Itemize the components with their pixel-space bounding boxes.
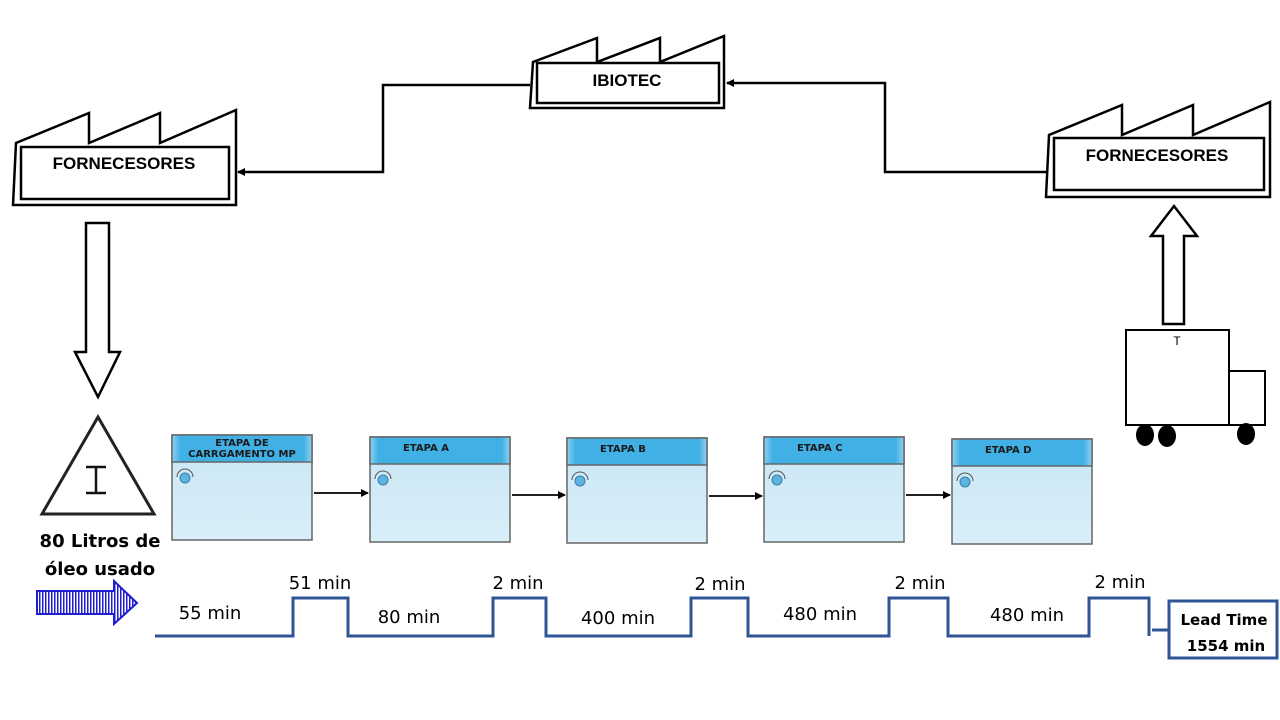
factory-supplier-left: FORNECESORES <box>11 108 238 207</box>
stage-label-line1: ETAPA DE <box>215 438 269 449</box>
shipment-down-arrow-icon <box>72 221 123 400</box>
process-time-label: 51 min <box>289 573 352 594</box>
factory-label-supplier-left: FORNECESORES <box>53 154 196 173</box>
shipment-up-arrow-icon <box>1148 203 1200 326</box>
info-flow-right-supplier-to-ibiotec <box>726 79 1046 174</box>
process-stage-box[interactable]: ETAPA A <box>369 436 511 543</box>
inventory-label-line1: 80 Litros de <box>40 531 161 552</box>
wait-time-label: 480 min <box>783 604 857 625</box>
truck-icon: T <box>1125 329 1266 447</box>
process-stage-box[interactable]: ETAPA B <box>566 437 708 544</box>
factory-supplier-right: FORNECESORES <box>1044 100 1272 199</box>
factory-label-ibiotec: IBIOTEC <box>593 71 662 90</box>
lead-time-value: 1554 min <box>1187 637 1265 655</box>
wait-time-label: 400 min <box>581 608 655 629</box>
process-time-label: 2 min <box>492 573 543 594</box>
stage-label: ETAPA B <box>600 444 646 455</box>
timeline-line <box>155 596 1169 638</box>
stage-status-icon <box>956 472 974 488</box>
wait-time-label: 55 min <box>179 603 242 624</box>
process-time-label: 2 min <box>894 573 945 594</box>
stage-status-icon <box>176 468 194 484</box>
stage-status-icon <box>374 470 392 486</box>
truck-label: T <box>1173 334 1181 348</box>
stage-label: ETAPA D <box>985 445 1032 456</box>
lead-time-label: Lead Time <box>1181 611 1268 629</box>
inventory-label-line2: óleo usado <box>45 559 155 580</box>
factory-ibiotec: IBIOTEC <box>528 34 726 110</box>
stage-label-line2: CARRGAMENTO MP <box>188 449 296 460</box>
process-time-label: 2 min <box>1094 572 1145 593</box>
inventory-triangle-icon <box>39 413 157 516</box>
info-flow-ibiotec-to-left-supplier <box>237 83 530 176</box>
stage-status-icon <box>768 470 786 486</box>
factory-label-supplier-right: FORNECESORES <box>1086 146 1229 165</box>
stage-label: ETAPA A <box>403 443 449 454</box>
inventory: 80 Litros de óleo usado <box>39 413 161 580</box>
process-time-label: 2 min <box>694 574 745 595</box>
process-stage-box[interactable]: ETAPA C <box>763 436 905 543</box>
stage-status-icon <box>571 471 589 487</box>
stage-label: ETAPA C <box>797 443 843 454</box>
lead-time-box: Lead Time 1554 min <box>1167 599 1279 660</box>
process-stage-box[interactable]: ETAPA D <box>951 438 1093 545</box>
timeline-ladder: 55 min 80 min 400 min 480 min 480 min 51 min 2… <box>155 572 1169 638</box>
inventory-symbol-icon <box>86 465 106 495</box>
wait-time-label: 80 min <box>378 607 441 628</box>
push-arrow-icon <box>36 578 139 627</box>
wait-time-label: 480 min <box>990 605 1064 626</box>
